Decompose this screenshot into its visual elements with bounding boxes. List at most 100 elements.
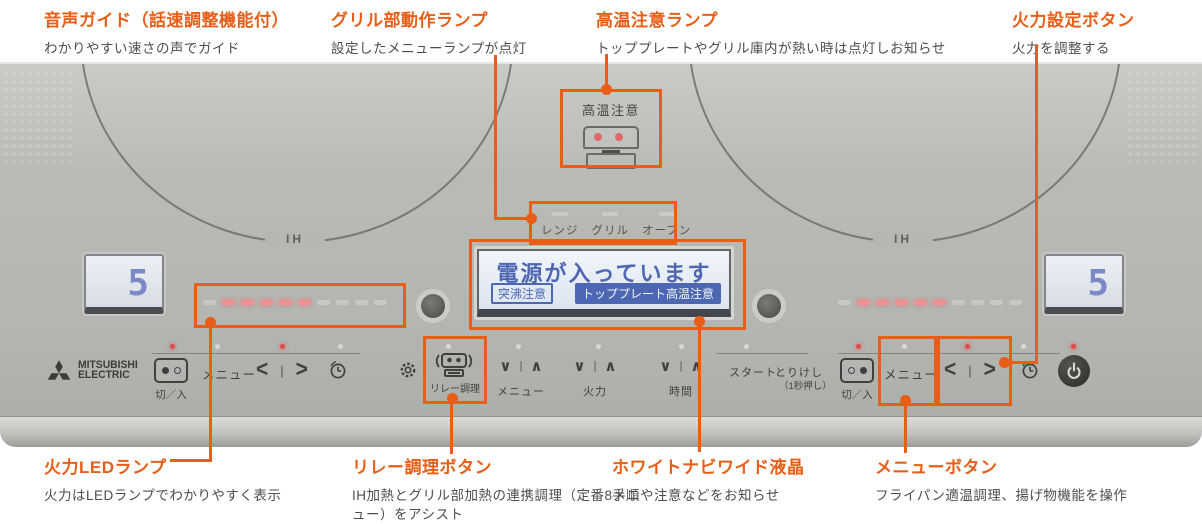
power-led-dash-off xyxy=(971,300,984,305)
grill-mode-grill: グリル xyxy=(592,212,630,238)
note-power-led: 火力LEDランプ 火力はLEDランプでわかりやすく表示 xyxy=(44,453,281,505)
brand-text: MITSUBISHI ELECTRIC xyxy=(78,359,138,381)
oven-lamp-label: オーブン xyxy=(642,225,692,237)
power-led-dash-off xyxy=(203,300,216,305)
three-diamond-icon xyxy=(47,360,71,380)
lcd-boilover-badge: 突沸注意 xyxy=(491,283,554,304)
right-arrow-prev[interactable]: < xyxy=(944,356,957,383)
brand-line1: MITSUBISHI xyxy=(78,359,138,371)
up-button[interactable]: ∧ xyxy=(604,358,617,375)
hot-surface-warning-text: 高温注意 xyxy=(581,103,640,118)
right-arrow-buttons[interactable]: < | > xyxy=(944,357,996,383)
relay-cooking-label: リレー調理 xyxy=(430,384,480,395)
indicator-led xyxy=(856,344,861,349)
power-led-dash-off xyxy=(374,300,387,305)
updown-divider: | xyxy=(519,360,523,372)
callout-line-power-setting xyxy=(1007,361,1037,364)
indicator-led xyxy=(902,344,907,349)
up-button[interactable]: ∧ xyxy=(530,358,543,375)
power-led-dash-on xyxy=(260,300,273,305)
updown-time-label: 時間 xyxy=(669,386,693,398)
indicator-led xyxy=(1021,344,1026,349)
lcd-screen: 電源が入っています 突沸注意 トッププレート高温注意 xyxy=(477,249,731,317)
grill-mode-lamps: レンジ グリル オーブン xyxy=(541,212,691,238)
range-lamp-label: レンジ xyxy=(541,225,579,237)
note-power-setting: 火力設定ボタン 火力を調整する xyxy=(1012,6,1135,58)
left-power-led-row xyxy=(203,300,387,305)
note-menu-button: メニューボタン フライパン適温調理、揚げ物機能を操作 xyxy=(875,453,1127,505)
relay-cooking-button[interactable]: リレー調理 xyxy=(430,352,480,395)
note-menu-button-title: メニューボタン xyxy=(875,458,998,477)
indicator-led xyxy=(170,344,175,349)
note-lcd-title: ホワイトナビワイド液晶 xyxy=(612,458,805,477)
left-arrow-next[interactable]: > xyxy=(295,356,308,383)
power-led-dash-on xyxy=(241,300,254,305)
grill-mode-oven: オーブン xyxy=(642,212,691,238)
cooktop-front-edge xyxy=(0,416,1202,447)
callout-line-power-setting xyxy=(1035,45,1038,364)
updown-divider: | xyxy=(679,360,683,372)
burner-circle-left xyxy=(80,64,514,243)
power-led-dash-on xyxy=(298,300,311,305)
callout-line-lcd xyxy=(698,324,701,452)
left-arrow-buttons[interactable]: < | > xyxy=(256,357,308,383)
left-power-digit: 5 xyxy=(127,263,149,304)
power-icon xyxy=(1067,362,1081,379)
indicator-led xyxy=(965,344,970,349)
callout-dot-led-row xyxy=(205,317,216,328)
right-menu-button[interactable]: メニュー xyxy=(884,368,939,382)
indicator-led xyxy=(1071,344,1076,349)
range-lamp-icon xyxy=(551,212,568,216)
note-relay-button: リレー調理ボタン IH加熱とグリル部加熱の連携調理（定番8メニュー）をアシスト xyxy=(352,453,642,524)
settings-gear-icon[interactable] xyxy=(398,360,418,380)
callout-dot-power-setting xyxy=(999,357,1010,368)
power-led-dash-on xyxy=(876,300,889,305)
left-onoff-label: 切／入 xyxy=(155,389,187,401)
indicator-led xyxy=(744,344,749,349)
callout-line-menu-button xyxy=(904,401,907,453)
callout-line-grill-lamp xyxy=(494,217,534,220)
down-button[interactable]: ∨ xyxy=(573,358,586,375)
divider-rule-right xyxy=(838,353,1060,354)
left-arrow-prev[interactable]: < xyxy=(256,356,269,383)
callout-dot-menu-button xyxy=(900,395,911,406)
cooktop-photo: IH IH 高温注意 レンジ グリル オーブン 電 xyxy=(0,62,1202,447)
callout-line-hot-lamp xyxy=(605,54,608,90)
cancel-button[interactable]: とりけし xyxy=(775,367,823,379)
updown-menu[interactable]: ∨ | ∧ メニュー xyxy=(493,357,549,399)
updown-menu-label: メニュー xyxy=(497,386,545,398)
updown-power[interactable]: ∨|∧ 火力 xyxy=(567,357,623,399)
indicator-led xyxy=(446,344,451,349)
callout-dot-relay-button xyxy=(447,393,458,404)
power-led-dash-off xyxy=(952,300,965,305)
right-onoff-label: 切／入 xyxy=(841,389,873,401)
power-led-dash-on xyxy=(914,300,927,305)
left-menu-button[interactable]: メニュー xyxy=(202,368,257,382)
power-led-dash-off xyxy=(838,300,851,305)
power-led-dash-on xyxy=(933,300,946,305)
power-led-dash-off xyxy=(336,300,349,305)
note-voice-guide-desc: わかりやすい速さの声でガイド xyxy=(44,41,240,56)
callout-line-led-row xyxy=(209,323,212,461)
power-led-dash-on xyxy=(222,300,235,305)
power-led-dash-off xyxy=(355,300,368,305)
lcd-message: 電源が入っています xyxy=(496,261,712,286)
start-button[interactable]: スタート xyxy=(729,367,777,379)
indicator-led xyxy=(338,344,343,349)
down-button[interactable]: ∨ xyxy=(499,358,512,375)
cooktop-panel: IH IH 高温注意 レンジ グリル オーブン 電 xyxy=(0,62,1202,447)
power-led-dash-on xyxy=(895,300,908,305)
right-arrow-next[interactable]: > xyxy=(983,356,996,383)
grill-lamp-icon xyxy=(602,212,619,216)
down-button[interactable]: ∨ xyxy=(659,358,672,375)
left-onoff-button[interactable] xyxy=(154,358,188,383)
oven-lamp-icon xyxy=(658,212,675,216)
main-power-button[interactable] xyxy=(1058,355,1090,387)
cancel-sub-label: （1秒押し） xyxy=(779,381,832,392)
note-hot-lamp-desc: トッププレートやグリル庫内が熱い時は点灯しお知らせ xyxy=(596,41,946,56)
note-grill-lamp-title: グリル部動作ランプ xyxy=(331,11,488,30)
right-onoff-button[interactable] xyxy=(840,358,874,383)
indicator-led xyxy=(215,344,220,349)
left-timer-icon[interactable] xyxy=(328,360,348,380)
indicator-led xyxy=(679,344,684,349)
